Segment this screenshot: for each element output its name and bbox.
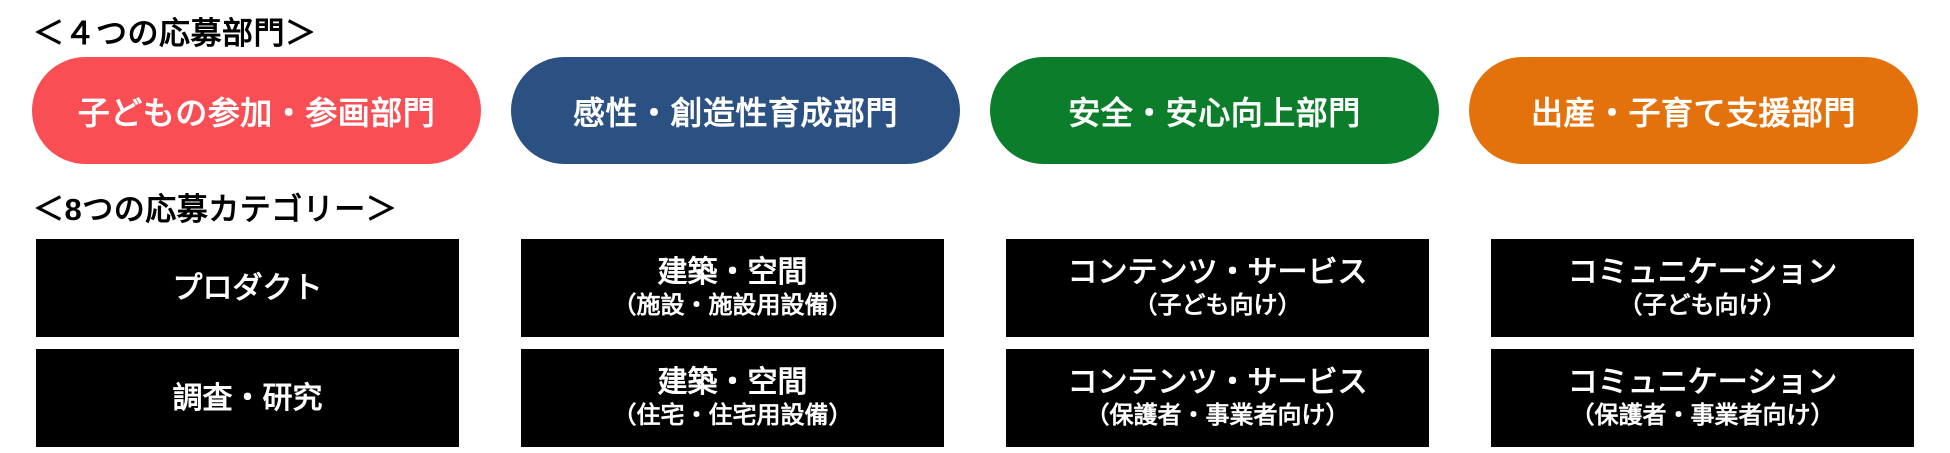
category-box-architecture-housing: 建築・空間 （住宅・住宅用設備） [521,349,944,447]
category-box-content-service-children: コンテンツ・サービス （子ども向け） [1006,239,1429,337]
division-pill-label: 子どもの参加・参画部門 [77,94,436,131]
category-title: 調査・研究 [172,381,323,415]
category-title: 建築・空間 [657,256,808,290]
heading-divisions: ＜４つの応募部門＞ [33,16,317,51]
division-pill-childbirth-support: 出産・子育て支援部門 [1469,57,1918,164]
category-box-architecture-facility: 建築・空間 （施設・施設用設備） [521,239,944,337]
division-pill-label: 感性・創造性育成部門 [572,94,898,131]
division-pill-label: 出産・子育て支援部門 [1530,94,1856,131]
category-title: コンテンツ・サービス [1067,256,1368,290]
category-title: コンテンツ・サービス [1067,366,1368,400]
category-title: コミュニケーション [1567,366,1838,400]
category-subtitle: （保護者・事業者向け） [1570,402,1835,430]
category-box-communication-guardians: コミュニケーション （保護者・事業者向け） [1491,349,1914,447]
division-pill-sensitivity-creativity: 感性・創造性育成部門 [511,57,960,164]
heading-categories: ＜8つの応募カテゴリー＞ [33,192,398,227]
category-subtitle: （住宅・住宅用設備） [612,402,853,430]
division-pill-label: 安全・安心向上部門 [1068,94,1361,131]
categories-row-1: プロダクト 建築・空間 （施設・施設用設備） コンテンツ・サービス （子ども向け… [36,239,1914,337]
category-subtitle: （子ども向け） [1133,292,1302,320]
category-title: コミュニケーション [1567,256,1838,290]
category-box-product: プロダクト [36,239,459,337]
category-subtitle: （子ども向け） [1618,292,1787,320]
category-subtitle: （施設・施設用設備） [612,292,853,320]
category-title: プロダクト [172,271,323,305]
division-pill-child-participation: 子どもの参加・参画部門 [32,57,481,164]
category-title: 建築・空間 [657,366,808,400]
category-box-communication-children: コミュニケーション （子ども向け） [1491,239,1914,337]
category-subtitle: （保護者・事業者向け） [1085,402,1350,430]
category-box-content-service-guardians: コンテンツ・サービス （保護者・事業者向け） [1006,349,1429,447]
categories-row-2: 調査・研究 建築・空間 （住宅・住宅用設備） コンテンツ・サービス （保護者・事… [36,349,1914,447]
division-pill-safety-security: 安全・安心向上部門 [990,57,1439,164]
category-box-research: 調査・研究 [36,349,459,447]
divisions-row: 子どもの参加・参画部門 感性・創造性育成部門 安全・安心向上部門 出産・子育て支… [32,57,1918,164]
